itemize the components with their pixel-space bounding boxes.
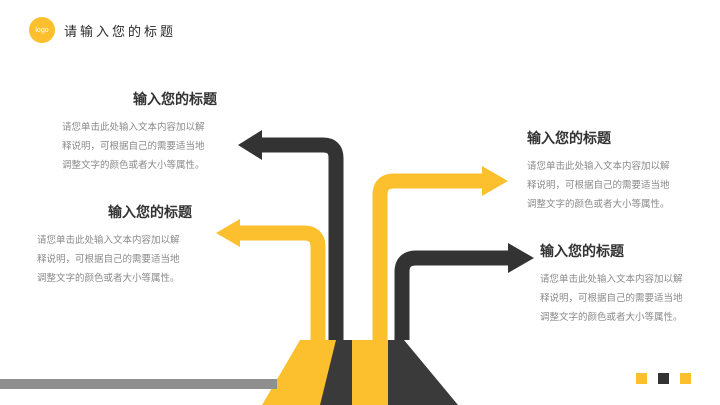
block-title: 输入您的标题 bbox=[133, 92, 217, 108]
footer-square-dark bbox=[658, 373, 669, 384]
block-text-line: 释说明，可根据自己的需要适当地 bbox=[527, 180, 670, 191]
logo: logo bbox=[29, 17, 55, 43]
block-title: 输入您的标题 bbox=[527, 131, 611, 147]
footer-gray-bar bbox=[0, 379, 277, 389]
arrow-yellow-right-top bbox=[372, 173, 486, 340]
block-text-line: 调整文字的颜色或者大小等属性。 bbox=[37, 273, 180, 284]
arrow-dark-left-top bbox=[258, 137, 344, 340]
trunk-yellow-left bbox=[262, 340, 336, 405]
page-title: 请输入您的标题 bbox=[64, 25, 177, 40]
block-text-line: 请您单击此处输入文本内容加以解 bbox=[527, 161, 670, 172]
trunk-dark-left bbox=[320, 340, 352, 405]
block-text-line: 释说明，可根据自己的需要适当地 bbox=[62, 141, 205, 152]
footer-square-yellow bbox=[636, 373, 647, 384]
block-text-line: 调整文字的颜色或者大小等属性。 bbox=[527, 199, 670, 210]
block-text-line: 请您单击此处输入文本内容加以解 bbox=[62, 122, 205, 133]
text-block-4: 输入您的标题 请您单击此处输入文本内容加以解 释说明，可根据自己的需要适当地 调… bbox=[540, 241, 718, 327]
block-text-line: 请您单击此处输入文本内容加以解 bbox=[540, 274, 683, 285]
block-title: 输入您的标题 bbox=[108, 205, 192, 221]
block-text-line: 请您单击此处输入文本内容加以解 bbox=[37, 235, 180, 246]
block-title: 输入您的标题 bbox=[540, 244, 624, 260]
text-block-2: 输入您的标题 请您单击此处输入文本内容加以解 释说明，可根据自己的需要适当地 调… bbox=[37, 202, 209, 288]
block-text-line: 调整文字的颜色或者大小等属性。 bbox=[62, 160, 205, 171]
arrow-dark-right-bottom bbox=[394, 250, 512, 340]
text-block-1: 输入您的标题 请您单击此处输入文本内容加以解 释说明，可根据自己的需要适当地 调… bbox=[62, 89, 234, 175]
block-text-line: 调整文字的颜色或者大小等属性。 bbox=[540, 312, 683, 323]
footer-square-yellow bbox=[680, 373, 691, 384]
arrow-yellow-left-mid bbox=[236, 225, 326, 340]
text-block-3: 输入您的标题 请您单击此处输入文本内容加以解 释说明，可根据自己的需要适当地 调… bbox=[527, 128, 707, 214]
block-text-line: 释说明，可根据自己的需要适当地 bbox=[37, 254, 180, 265]
block-text-line: 释说明，可根据自己的需要适当地 bbox=[540, 293, 683, 304]
trunk-dark-right bbox=[388, 340, 458, 405]
